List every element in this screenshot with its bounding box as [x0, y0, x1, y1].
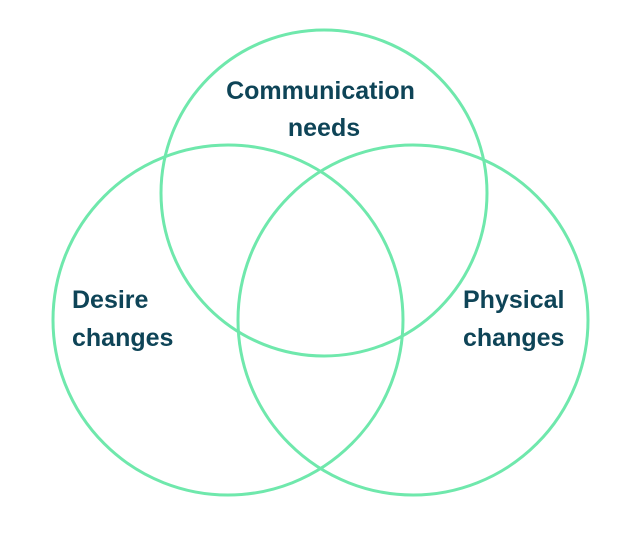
label-physical-changes: Physical changes [463, 286, 571, 352]
label-communication-needs: Communication needs [226, 77, 422, 142]
circle-desire-changes [51, 143, 405, 497]
circle-communication-needs [159, 28, 489, 358]
label-desire-changes: Desire changes [72, 286, 173, 352]
circle-physical-changes [236, 143, 590, 497]
